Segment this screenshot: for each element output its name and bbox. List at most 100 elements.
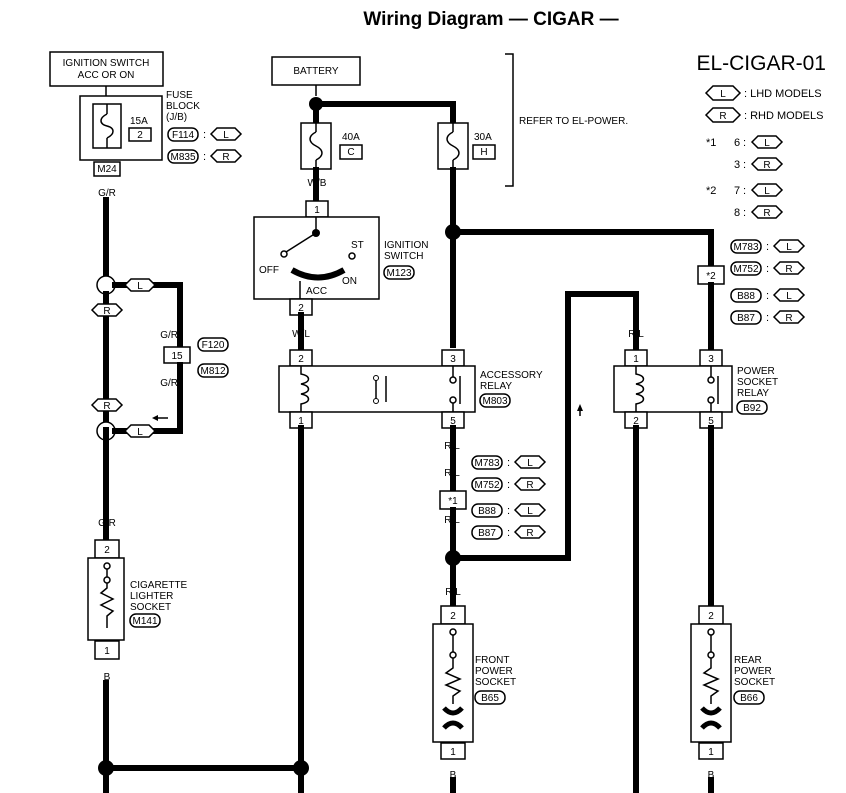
svg-text::: : [743,137,746,149]
svg-text:R: R [707,329,714,340]
svg-text:40A: 40A [342,132,360,143]
svg-text:L: L [764,186,770,197]
relay-coil-icon [300,366,310,412]
svg-text:R/L: R/L [445,587,461,598]
svg-text::: : [203,151,206,163]
star1-mark: *1 [706,137,716,149]
svg-text:ACCESSORY: ACCESSORY [480,370,543,381]
svg-text:ACC: ACC [306,286,327,297]
star2-rhd-pin: 8 [734,207,740,219]
svg-text:2: 2 [137,130,143,141]
svg-text::: : [507,457,510,469]
svg-text:B: B [708,770,715,781]
svg-text:SOCKET: SOCKET [130,602,171,613]
svg-text::: : [507,505,510,517]
svg-text::: : [507,527,510,539]
svg-text:3: 3 [450,354,456,365]
svg-text:1: 1 [633,354,639,365]
accessory-relay [278,365,476,413]
svg-text:2: 2 [298,354,304,365]
svg-text:SOCKET: SOCKET [734,677,775,688]
star2-lhd-pin: 7 [734,185,740,197]
svg-text:R: R [222,152,229,163]
svg-text:RELAY: RELAY [480,381,512,392]
svg-text:2: 2 [633,416,639,427]
connector-b66: B66 [740,693,758,704]
svg-text:B: B [450,770,457,781]
switch-contact-bar [290,267,346,281]
svg-text:B88: B88 [737,291,755,302]
svg-text:FRONT: FRONT [475,655,509,666]
svg-text:2: 2 [104,545,110,556]
svg-text:SOCKET: SOCKET [737,377,778,388]
svg-text:L: L [527,458,533,469]
svg-text:REAR: REAR [734,655,762,666]
svg-text:LIGHTER: LIGHTER [130,591,173,602]
svg-text:R: R [707,587,714,598]
svg-text::: : [743,207,746,219]
svg-text:SWITCH: SWITCH [384,251,423,262]
legend: L : LHD MODELS R : RHD MODELS *1 6 : L 3… [704,85,823,219]
svg-text:BLOCK: BLOCK [166,101,200,112]
connector-f114: F114 [172,130,194,141]
connector-m835: M835 [170,152,195,163]
svg-text:R: R [526,528,533,539]
star2-mark: *2 [706,185,716,197]
fuse-15a-amp: 15A [130,116,148,127]
svg-text::: : [766,241,769,253]
svg-text:1: 1 [104,646,110,657]
svg-text:2: 2 [450,611,456,622]
svg-text:R: R [103,401,110,412]
svg-text:M752: M752 [733,264,758,275]
svg-text:R: R [785,264,792,275]
svg-text:IGNITION SWITCH: IGNITION SWITCH [63,58,150,69]
svg-text:R/L: R/L [628,329,644,340]
svg-text:G/R: G/R [98,188,116,199]
svg-text::: : [766,312,769,324]
lhd-symbol-badge [704,85,742,101]
svg-text::: : [766,263,769,275]
diagram-code: EL-CIGAR-01 [696,52,826,75]
battery-box [271,56,361,86]
lhd-symbol: L [720,89,726,100]
svg-text:B87: B87 [478,528,496,539]
svg-text:*1: *1 [448,496,458,507]
svg-text:IGNITION: IGNITION [384,240,428,251]
svg-text:R/L: R/L [444,468,460,479]
svg-text:B: B [104,672,111,683]
svg-text::: : [766,290,769,302]
svg-text:SOCKET: SOCKET [475,677,516,688]
svg-text:L: L [137,427,143,438]
socket-element-icon [444,658,462,704]
svg-text:RELAY: RELAY [737,388,769,399]
connector-b92: B92 [743,403,761,414]
svg-text:L: L [223,130,229,141]
svg-text:B87: B87 [737,313,755,324]
svg-text::: : [743,159,746,171]
connector-m123: M123 [386,268,411,279]
svg-text:POWER: POWER [475,666,513,677]
svg-text:1: 1 [314,205,320,216]
svg-text:R: R [526,480,533,491]
svg-text::: : [743,185,746,197]
connector-m24: M24 [97,164,117,175]
svg-text:R: R [763,160,770,171]
svg-text:H: H [480,147,487,158]
svg-text:1: 1 [298,416,304,427]
svg-text:POWER: POWER [734,666,772,677]
svg-text:1: 1 [450,747,456,758]
connector-m803: M803 [482,396,507,407]
svg-text:M783: M783 [474,458,499,469]
svg-text:R: R [763,208,770,219]
svg-text:M752: M752 [474,480,499,491]
svg-text:(J/B): (J/B) [166,112,187,123]
connector-m812: M812 [200,366,225,377]
star1-lhd-pin: 6 [734,137,740,149]
svg-text:1: 1 [708,747,714,758]
svg-text:*2: *2 [706,271,716,282]
cigarette-lighter-socket [87,557,125,641]
svg-text:5: 5 [450,416,456,427]
connector-m141: M141 [132,616,157,627]
svg-text:2: 2 [298,303,304,314]
